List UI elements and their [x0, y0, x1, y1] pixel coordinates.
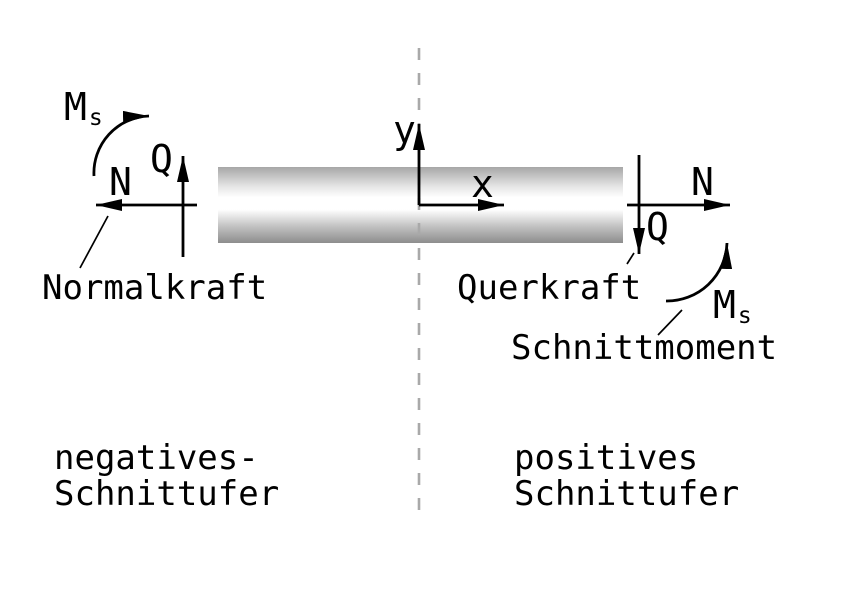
- leader-line-querkraft: [626, 252, 635, 265]
- moment-symbol-right: Ms: [713, 283, 752, 328]
- moment-symbol-right-subscript: s: [737, 303, 752, 329]
- y-axis-label: y: [393, 108, 416, 152]
- querkraft-annotation: Querkraft: [457, 268, 642, 308]
- moment-symbol-left-subscript: s: [88, 105, 103, 131]
- caption-negative-face-line2: Schnittufer: [54, 474, 280, 514]
- normal-symbol-left: N: [109, 160, 132, 204]
- leader-line-normalkraft: [79, 215, 109, 269]
- moment-symbol-right-base: M: [713, 283, 736, 327]
- moment-arc-left: [92, 110, 150, 177]
- x-axis-label: x: [471, 162, 494, 206]
- caption-positive-face-line2: Schnittufer: [514, 474, 740, 514]
- moment-arc-right: [665, 242, 733, 303]
- shear-symbol-right: Q: [646, 205, 669, 249]
- shear-symbol-left: Q: [150, 137, 173, 181]
- leader-line-schnittmoment: [657, 309, 683, 336]
- moment-symbol-left: Ms: [64, 85, 103, 130]
- normalkraft-annotation: Normalkraft: [42, 268, 268, 308]
- caption-positive-face: positives Schnittufer: [514, 440, 739, 512]
- moment-symbol-left-base: M: [64, 85, 87, 129]
- caption-negative-face-line1: negatives-: [54, 438, 259, 478]
- caption-positive-face-line1: positives: [514, 438, 699, 478]
- caption-negative-face: negatives- Schnittufer: [54, 440, 279, 512]
- normal-symbol-right: N: [691, 160, 714, 204]
- schnittmoment-annotation: Schnittmoment: [511, 328, 778, 368]
